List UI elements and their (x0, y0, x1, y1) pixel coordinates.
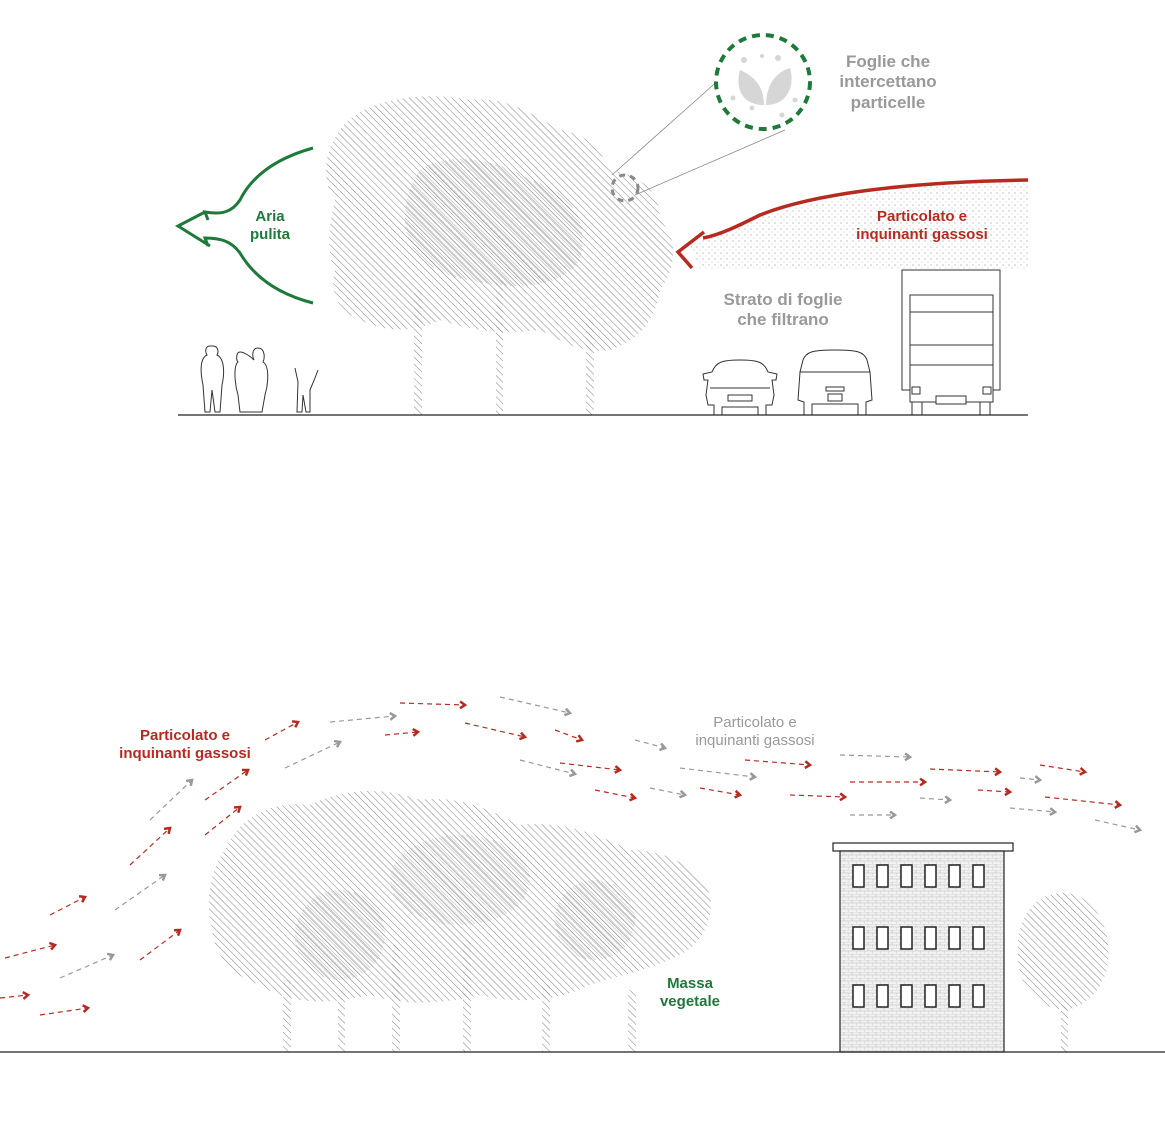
suv-icon (797, 349, 873, 416)
leaf-particles-icon (730, 54, 798, 118)
airflow-arrow-icon (839, 752, 913, 762)
airflow-arrow-icon (554, 729, 585, 743)
building-window (972, 984, 985, 1008)
bottom-panel (0, 696, 1165, 1053)
airflow-arrow-icon (204, 805, 242, 836)
airflow-arrow-icon (850, 777, 928, 787)
pollutant-label-top: Particolato e inquinanti gassosi (856, 208, 988, 243)
filter-layer-label: Strato di foglie che filtrano (723, 290, 843, 330)
building-window (924, 864, 937, 888)
building-window (900, 984, 913, 1008)
people-silhouettes-icon (200, 345, 319, 413)
pollutant-cloud (690, 180, 1028, 270)
airflow-arrow-icon (789, 792, 848, 802)
airflow-arrow-icon (384, 727, 421, 737)
airflow-arrow-icon (39, 1004, 91, 1016)
tree-group-top (325, 96, 674, 415)
airflow-arrow-icon (1044, 796, 1123, 809)
tree-canopy-dense (405, 159, 583, 286)
clean-air-arrow-icon (174, 146, 314, 305)
airflow-arrow-icon (1039, 764, 1088, 776)
building-window (852, 926, 865, 950)
airflow-arrow-icon (744, 759, 813, 770)
tree-trunk (586, 320, 594, 415)
airflow-arrow-icon (329, 711, 398, 723)
building-icon (832, 842, 1014, 1053)
tree-trunk (414, 290, 422, 415)
car-icon (702, 359, 778, 416)
airflow-arrow-icon (59, 952, 116, 979)
airflow-arrow-icon (850, 810, 898, 820)
tree-mass-icon (208, 790, 711, 1052)
building-window (900, 926, 913, 950)
pollutant-label-bottom-grey: Particolato e inquinanti gassosi (695, 714, 815, 749)
tree-trunk (496, 280, 503, 415)
zoom-callout-label: Foglie che intercettano particelle (839, 52, 937, 112)
pollutant-arrow-icon (675, 178, 1029, 270)
building-windows (852, 864, 985, 1008)
small-tree-icon (1017, 892, 1109, 1052)
airflow-arrow-icon (499, 696, 573, 717)
building-window (852, 984, 865, 1008)
airflow-arrow-icon (649, 787, 688, 799)
airflow-arrow-icon (204, 768, 250, 801)
building-window (924, 984, 937, 1008)
airflow-arrow-icon (149, 778, 194, 821)
building-window (972, 864, 985, 888)
clean-air-label: Aria pulita (250, 208, 290, 243)
airflow-arrow-icon (4, 941, 58, 959)
airflow-arrow-icon (1009, 807, 1058, 817)
building-window (852, 864, 865, 888)
building-window (900, 864, 913, 888)
airflow-arrow-icon (929, 767, 1003, 777)
magnifier-callout-icon (610, 33, 812, 203)
airflow-arrow-icon (399, 700, 468, 710)
airflow-arrow-icon (114, 873, 167, 911)
airflow-arrow-icon (1019, 775, 1043, 784)
building-window (948, 864, 961, 888)
building-window (876, 926, 889, 950)
airflow-arrow-icon (464, 722, 528, 741)
airflow-arrow-icon (977, 787, 1013, 797)
building-window (924, 926, 937, 950)
airflow-arrow-icon (699, 787, 743, 799)
airflow-arrow-icon (594, 789, 638, 802)
airflow-arrow-icon (284, 739, 343, 769)
building-window (876, 984, 889, 1008)
airflow-arrow-icon (264, 720, 300, 741)
building-window (948, 926, 961, 950)
building-window (876, 864, 889, 888)
vegetation-label: Massa vegetale (659, 975, 721, 1010)
airflow-arrow-icon (919, 795, 953, 805)
pollutant-label-bottom-red: Particolato e inquinanti gassosi (119, 727, 251, 762)
building-window (972, 926, 985, 950)
airflow-arrow-icon (679, 767, 758, 781)
airflow-arrow-icon (519, 759, 578, 778)
airflow-arrows (0, 696, 1143, 1016)
airflow-arrow-icon (0, 991, 31, 1000)
airflow-arrow-icon (559, 762, 623, 774)
truck-icon (901, 269, 1001, 416)
top-panel (174, 33, 1029, 416)
airflow-arrow-icon (1094, 819, 1143, 834)
airflow-arrow-icon (129, 826, 172, 866)
building-window (948, 984, 961, 1008)
airflow-arrow-icon (49, 895, 87, 916)
airflow-arrow-icon (139, 928, 182, 961)
airflow-arrow-icon (634, 739, 668, 752)
